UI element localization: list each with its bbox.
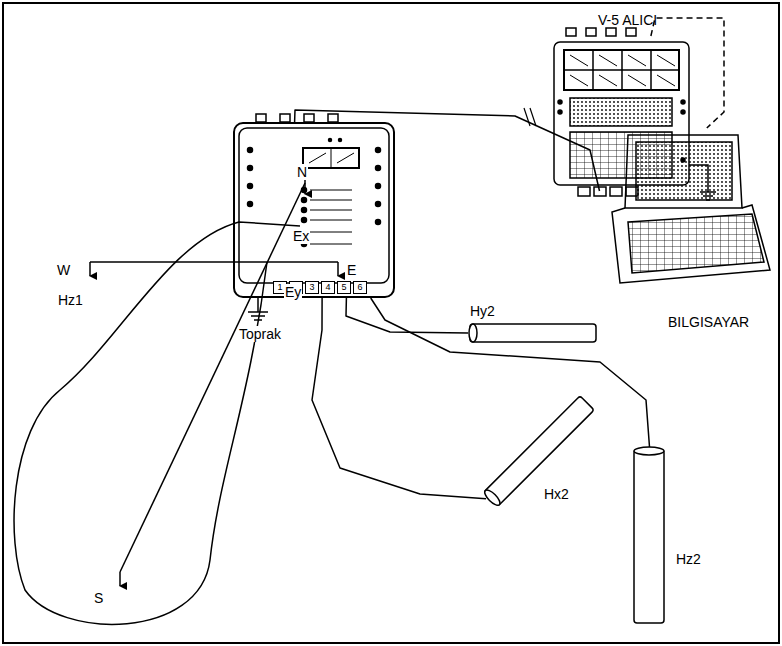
text-label: N (296, 164, 308, 180)
device-label: Hz2 (676, 551, 701, 567)
terminal-number: 4 (321, 281, 335, 294)
text-label: S (93, 590, 104, 606)
junction-box (239, 114, 389, 320)
magnetic-sensor: Hz2 (632, 447, 667, 625)
junction-box: 123456 (233, 122, 395, 298)
magnetic-sensor (469, 324, 664, 623)
magnetic-sensor: Hy2 (468, 322, 598, 344)
device-label: Hx2 (544, 486, 569, 502)
cable (312, 298, 486, 499)
terminal-number: 5 (337, 281, 351, 294)
terminal-number: 3 (305, 281, 319, 294)
device-label: V-5 ALICI (598, 12, 657, 28)
text-label: W (56, 262, 71, 278)
computer: BILGISAYAR (612, 128, 770, 284)
cable (371, 298, 650, 447)
device-label: Hy2 (470, 303, 495, 319)
text-label: E (346, 262, 357, 278)
laptop (612, 135, 770, 283)
text-label: Toprak (238, 326, 282, 342)
cable (346, 298, 468, 333)
cable (651, 18, 724, 128)
text-label: Ey (284, 284, 302, 300)
frame (3, 3, 779, 643)
terminal-number: 6 (353, 281, 367, 294)
text-label: Ex (292, 228, 310, 244)
magnetic-sensor: Hx2 (486, 398, 590, 504)
device-label: BILGISAYAR (668, 314, 749, 330)
electrode-array (14, 108, 536, 624)
receiver-unit: V-5 ALICI (548, 36, 695, 191)
text-label: Hz1 (57, 292, 84, 308)
